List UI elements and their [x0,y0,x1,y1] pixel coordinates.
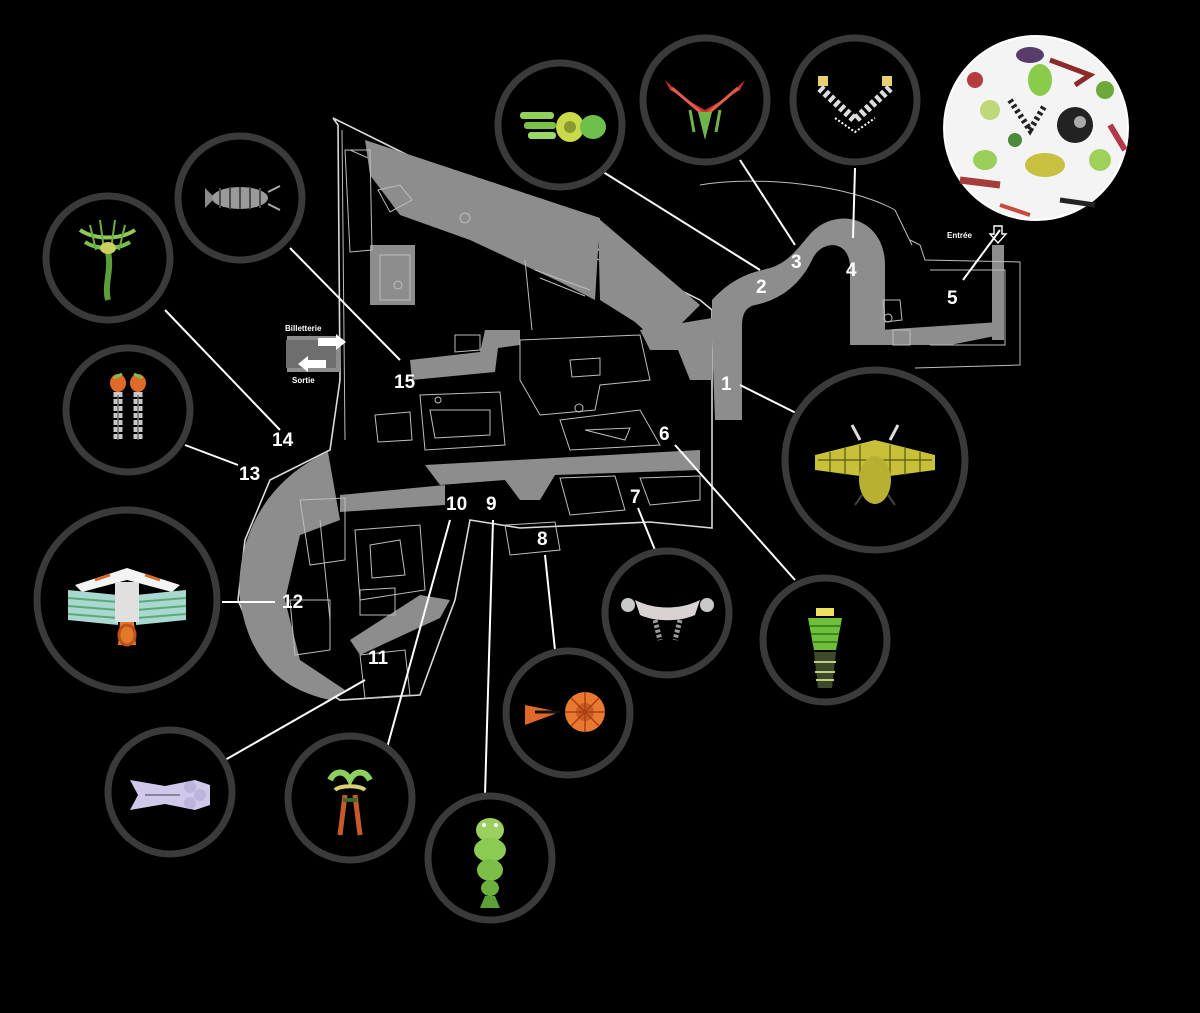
room-number: 1 [721,374,732,395]
room-number: 10 [446,494,467,515]
green-frond-creature [78,219,137,301]
arrow-right-icon [318,334,346,350]
arrow-down-icon [988,225,1008,245]
room-number: 15 [394,372,416,393]
sortie-label: Sortie [292,376,315,385]
silver-winged-creature [621,598,714,641]
entree-label: Entrée [947,231,972,240]
medallion-13[interactable] [62,344,194,476]
medallion-5[interactable] [943,35,1129,221]
creature-collage [959,47,1128,217]
medallion-11[interactable] [104,726,236,858]
black-white-striped-creature [817,76,893,134]
medallion-9[interactable] [424,792,556,924]
grey-shrimp-creature [205,185,281,211]
red-winged-creature [665,80,745,140]
medallion-1[interactable] [781,366,969,554]
medallion-14[interactable] [42,192,174,324]
green-stacked-creature [808,608,842,688]
medallion-6[interactable] [759,574,891,706]
medallion-15[interactable] [174,132,306,264]
room-number: 11 [368,648,389,669]
medallion-12[interactable] [33,506,221,694]
east-corridor [640,318,712,380]
room-number: 4 [846,260,857,281]
room-number: 5 [947,288,958,309]
medallion-2[interactable] [494,59,626,191]
north-shaft [370,245,415,305]
west-corridor [340,485,445,512]
ossuary-bay [239,452,345,700]
north-east-gallery [598,218,700,345]
medallion-8[interactable] [502,647,634,779]
large-teal-orange-creature [67,568,187,647]
room-number: 7 [630,487,641,508]
north-link-corridor [410,330,520,380]
curved-passage [712,218,885,420]
room-number: 3 [791,252,802,273]
room-number: 9 [486,494,497,515]
medallion-3[interactable] [639,34,771,166]
lavender-bone-creature [130,780,210,810]
floor-plan [237,117,1021,701]
room-number: 13 [239,464,260,485]
green-segmented-creature [520,112,606,142]
room-number: 8 [537,529,548,550]
entrance-passage [880,322,1000,345]
medallion-7[interactable] [601,547,733,679]
room-numbers: 1 2 3 4 5 6 7 8 9 10 11 12 13 14 15 Bill… [239,231,972,669]
diagonal-corridor [350,595,450,655]
room-number: 12 [282,592,303,613]
medallion-4[interactable] [789,34,921,166]
entrance-stair [992,245,1004,340]
medallion-10[interactable] [284,732,416,864]
room-number: 2 [756,277,767,298]
north-gallery [365,140,600,300]
central-corridor [425,450,700,500]
billetterie-label: Billetterie [285,324,322,333]
room-number: 6 [659,424,670,445]
arrow-left-icon [298,356,326,372]
leader-lines [164,159,1001,796]
twin-orange-column-creature [110,372,146,440]
room-number: 14 [272,430,294,451]
orange-fan-creature [525,692,605,732]
green-spiked-larva [474,818,506,908]
yellow-lattice-creature [815,424,935,506]
green-tentacle-creature [327,769,373,836]
